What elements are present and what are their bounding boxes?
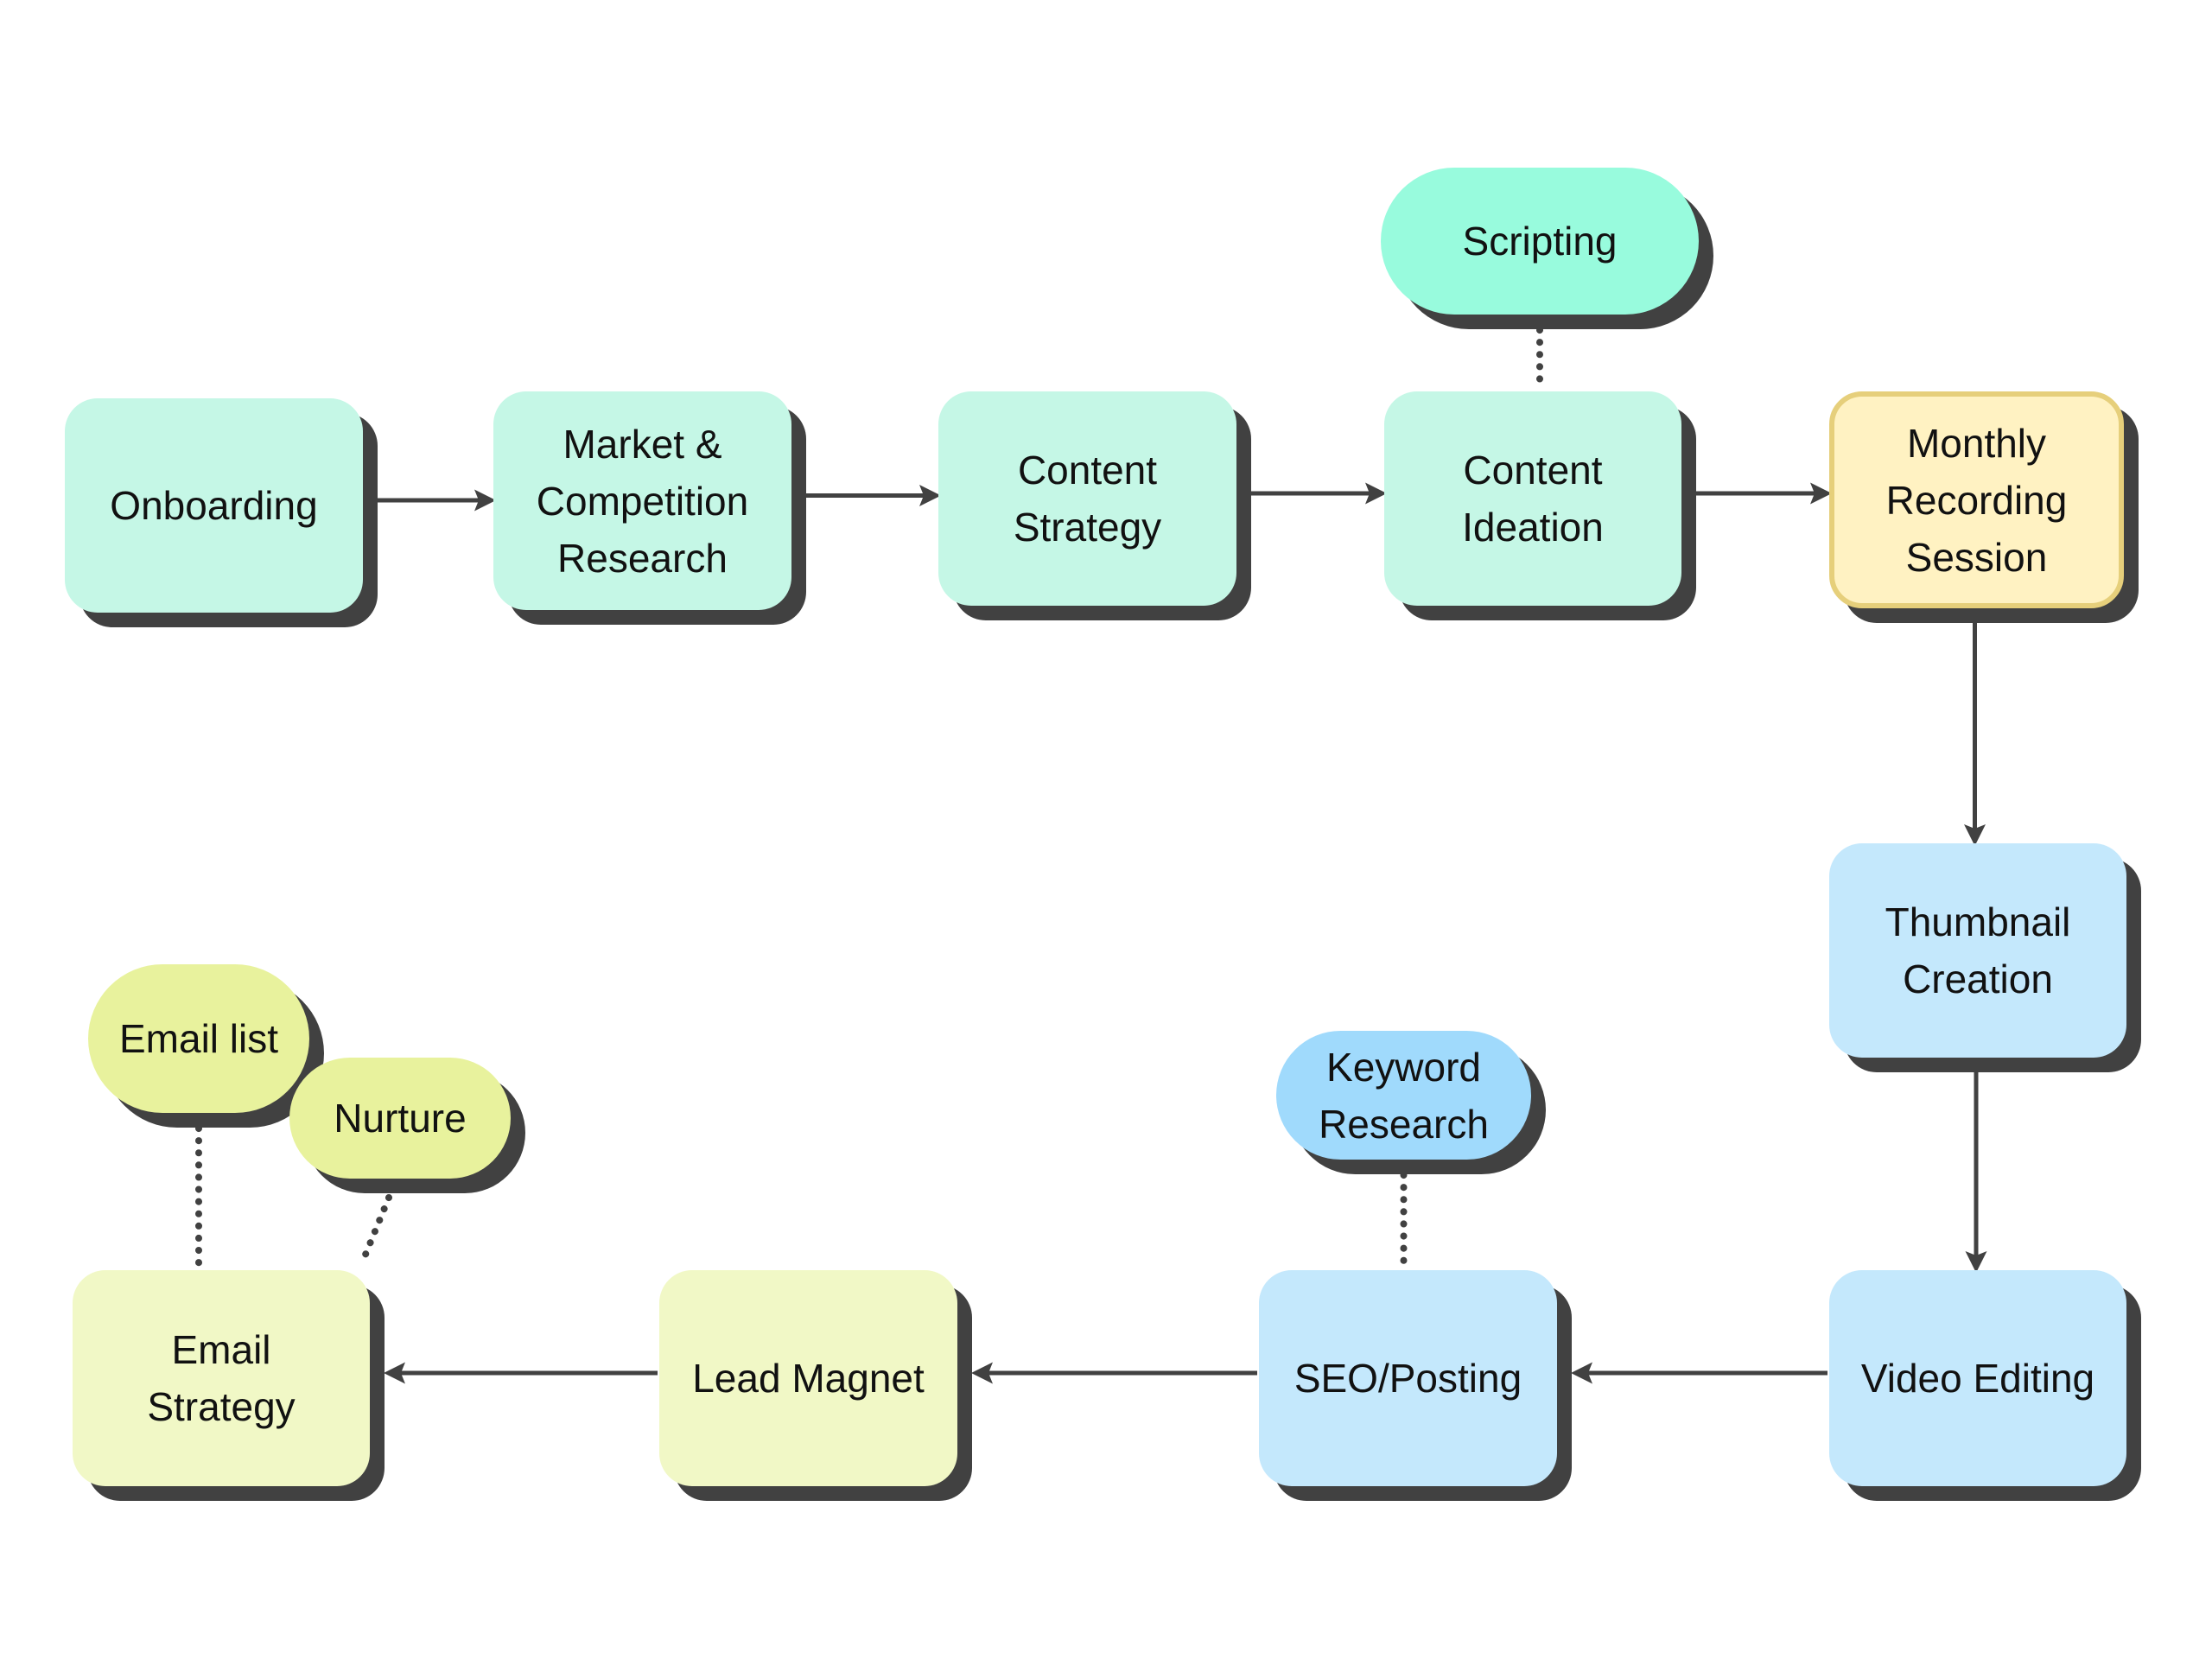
- node-content-ideation[interactable]: Content Ideation: [1384, 391, 1681, 606]
- node-video-editing[interactable]: Video Editing: [1829, 1270, 2126, 1486]
- node-nurture[interactable]: Nurture: [289, 1058, 511, 1179]
- node-monthly[interactable]: Monthly Recording Session: [1829, 391, 2124, 608]
- node-thumbnail[interactable]: Thumbnail Creation: [1829, 843, 2126, 1058]
- node-content-strategy[interactable]: Content Strategy: [938, 391, 1236, 606]
- node-email-list[interactable]: Email list: [88, 964, 309, 1113]
- node-lead-magnet[interactable]: Lead Magnet: [659, 1270, 957, 1486]
- dotted-connector-nurture-to-email-strategy: [358, 1194, 392, 1268]
- node-seo[interactable]: SEO/Posting: [1259, 1270, 1557, 1486]
- node-onboarding[interactable]: Onboarding: [65, 398, 363, 613]
- node-email-strategy[interactable]: Email Strategy: [73, 1270, 370, 1486]
- node-market[interactable]: Market & Competition Research: [493, 391, 791, 610]
- node-scripting[interactable]: Scripting: [1381, 168, 1699, 315]
- node-keyword[interactable]: Keyword Research: [1276, 1031, 1531, 1160]
